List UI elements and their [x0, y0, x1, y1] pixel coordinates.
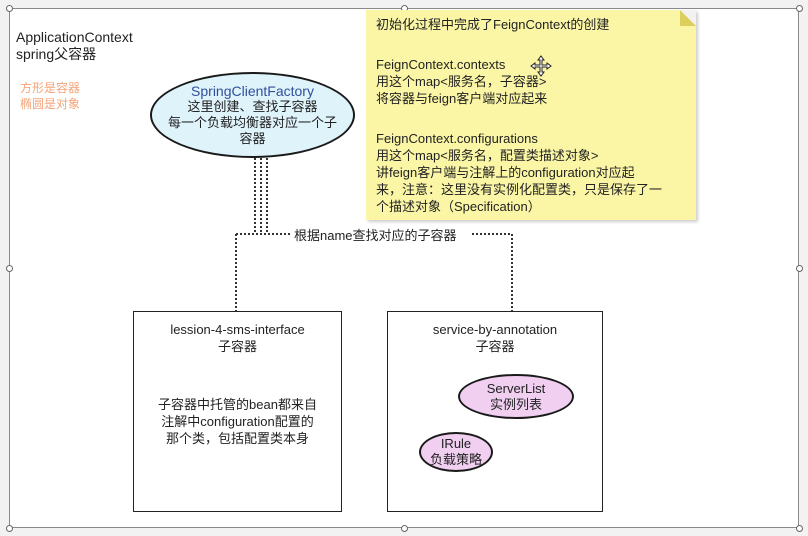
resize-handle-bottom-right[interactable] — [796, 525, 803, 532]
note-line-3: 用这个map<服务名，子容器> — [376, 74, 547, 89]
mouse-cursor-icon — [530, 55, 552, 77]
irule-desc: 负载策略 — [429, 452, 482, 467]
left-box-desc-2: 注解中configuration配置的 — [161, 414, 314, 429]
resize-handle-middle-left[interactable] — [6, 265, 13, 272]
note-line-2: FeignContext.contexts — [376, 57, 506, 72]
legend-object-shape: 椭圆是对象 — [20, 97, 81, 111]
resize-handle-middle-right[interactable] — [796, 265, 803, 272]
left-box-subtitle: 子容器 — [217, 339, 257, 354]
note-line-9: 个描述对象（Specification） — [376, 199, 541, 214]
note-line-4: 将容器与feign客户端对应起来 — [376, 91, 548, 106]
resize-handle-top-right[interactable] — [796, 5, 803, 12]
resize-handle-bottom-center[interactable] — [401, 525, 408, 532]
left-box-title: lession-4-sms-interface — [170, 322, 305, 337]
left-box-desc-1: 子容器中托管的bean都来自 — [158, 397, 317, 412]
note-line-8: 来，注意：这里没有实例化配置类，只是保存了一 — [376, 182, 663, 197]
resize-handle-top-left[interactable] — [6, 5, 13, 12]
note-fold — [680, 10, 696, 26]
lession-sms-interface-container[interactable]: lession-4-sms-interface 子容器 子容器中托管的bean都… — [133, 311, 342, 512]
factory-name: SpringClientFactory — [191, 83, 314, 99]
note-line-6: 用这个map<服务名，配置类描述对象> — [376, 148, 599, 163]
note-line-5: FeignContext.configurations — [376, 131, 538, 146]
connector-label: 根据name查找对应的子容器 — [294, 228, 457, 243]
context-subtitle: spring父容器 — [16, 46, 97, 62]
serverlist-name: ServerList — [486, 380, 546, 396]
resize-handle-bottom-left[interactable] — [6, 525, 13, 532]
right-box-subtitle: 子容器 — [475, 339, 515, 354]
irule-ellipse[interactable]: IRule 负载策略 — [419, 432, 493, 472]
factory-desc-line1: 这里创建、查找子容器 — [187, 99, 318, 114]
factory-desc-line2: 每一个负载均衡器对应一个子 — [167, 115, 337, 130]
note-line-7: 讲feign客户端与注解上的configuration对应起 — [376, 165, 635, 180]
spring-client-factory-ellipse[interactable]: SpringClientFactory 这里创建、查找子容器 每一个负载均衡器对… — [150, 72, 355, 158]
sticky-note[interactable]: 初始化过程中完成了FeignContext的创建 FeignContext.co… — [366, 10, 696, 220]
left-box-desc-3: 那个类，包括配置类本身 — [165, 431, 309, 446]
serverlist-ellipse[interactable]: ServerList 实例列表 — [458, 374, 574, 419]
legend-container-shape: 方形是容器 — [20, 81, 81, 95]
right-box-title: service-by-annotation — [432, 322, 558, 337]
serverlist-desc: 实例列表 — [489, 396, 542, 412]
note-line-1: 初始化过程中完成了FeignContext的创建 — [376, 17, 610, 32]
irule-name: IRule — [440, 436, 472, 451]
factory-desc-line3: 容器 — [239, 131, 266, 146]
context-title: ApplicationContext — [16, 29, 133, 45]
